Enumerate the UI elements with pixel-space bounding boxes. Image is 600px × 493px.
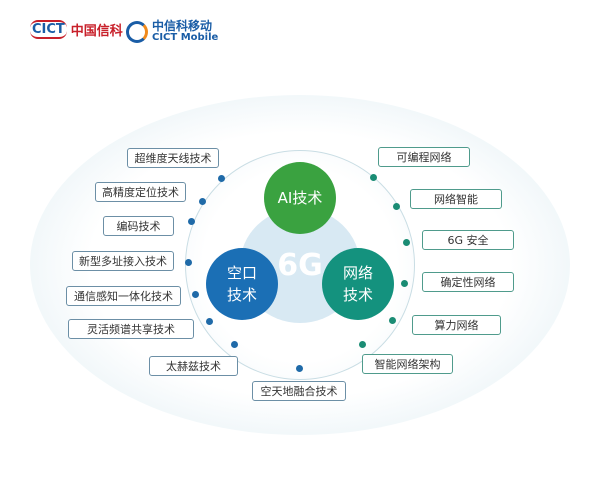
left-dot (192, 291, 199, 298)
right-item: 算力网络 (412, 315, 501, 335)
right-item: 网络智能 (410, 189, 502, 209)
left-dot (231, 341, 238, 348)
air-interface-circle: 空口技术 (206, 248, 278, 320)
left-dot (199, 198, 206, 205)
right-item: 6G 安全 (422, 230, 514, 250)
net-label-2: 技术 (342, 286, 373, 304)
cict-mobile-mark-icon (126, 21, 148, 43)
cict-name: 中国信科 (70, 24, 123, 39)
right-dot (370, 174, 377, 181)
left-item: 高精度定位技术 (95, 182, 186, 202)
mobile-name: 中信科移动 (152, 19, 213, 33)
cict-mobile-logo: 中信科移动 CICT Mobile (126, 20, 218, 44)
cict-logo: CICT 中国信科 (30, 20, 123, 39)
right-item: 可编程网络 (378, 147, 470, 167)
right-dot (393, 203, 400, 210)
right-item: 确定性网络 (422, 272, 514, 292)
left-item: 太赫兹技术 (149, 356, 238, 376)
left-item: 灵活频谱共享技术 (68, 319, 194, 339)
network-tech-circle: 网络技术 (322, 248, 394, 320)
left-item: 编码技术 (103, 216, 174, 236)
cict-mark: CICT (30, 20, 67, 39)
left-dot (185, 259, 192, 266)
ai-tech-label: AI技术 (277, 189, 323, 207)
left-item: 超维度天线技术 (127, 148, 219, 168)
right-dot (403, 239, 410, 246)
mobile-en: CICT Mobile (152, 32, 219, 43)
air-label-2: 技术 (226, 286, 257, 304)
left-dot (218, 175, 225, 182)
right-item: 智能网络架构 (362, 354, 453, 374)
right-dot (401, 280, 408, 287)
left-item: 新型多址接入技术 (72, 251, 174, 271)
ai-tech-circle: AI技术 (264, 162, 336, 234)
bottom-dot (296, 365, 303, 372)
air-label-1: 空口 (226, 264, 257, 282)
left-dot (188, 218, 195, 225)
right-dot (389, 317, 396, 324)
bottom-item: 空天地融合技术 (252, 381, 346, 401)
left-dot (206, 318, 213, 325)
left-item: 通信感知一体化技术 (66, 286, 181, 306)
right-dot (359, 341, 366, 348)
net-label-1: 网络 (342, 264, 373, 282)
